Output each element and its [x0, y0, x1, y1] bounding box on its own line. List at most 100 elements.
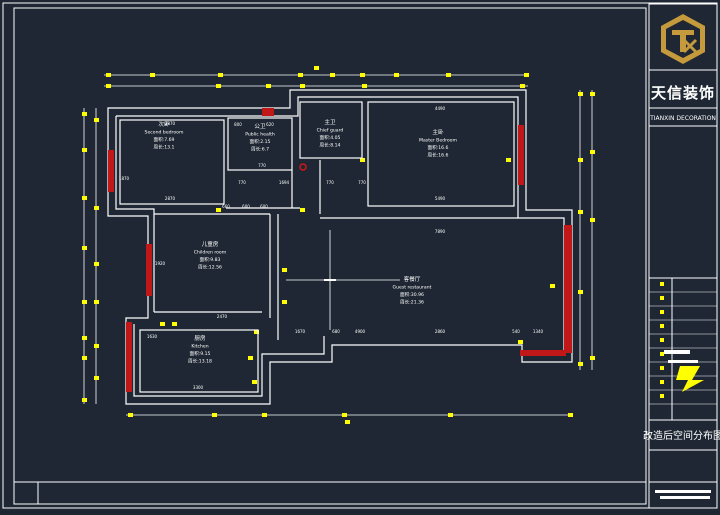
room-name-en: Master Bedroom	[419, 138, 457, 144]
door-marker	[299, 163, 307, 171]
dimension-marker	[82, 300, 87, 304]
room-area: 面积:9.15	[190, 350, 211, 357]
dimension-marker	[524, 73, 529, 77]
room-name-cn: 公卫	[254, 123, 266, 130]
dimension-marker	[106, 73, 111, 77]
dimension-marker	[448, 413, 453, 417]
dimension-marker	[282, 300, 287, 304]
dimension-marker	[520, 84, 525, 88]
dimension-marker	[568, 413, 573, 417]
dimension-marker	[300, 208, 305, 212]
dimension-marker	[578, 92, 583, 96]
dimension-mid-c: 4900	[355, 329, 366, 334]
room-perimeter: 周长:13.1	[154, 144, 175, 151]
dimension-hall-top: 7890	[435, 229, 446, 234]
stamp-mark-icon	[664, 350, 704, 392]
dimension-marker	[82, 356, 87, 360]
accent-walls	[108, 108, 572, 392]
dimension-marker	[578, 158, 583, 162]
dimension-marker	[94, 118, 99, 122]
room-area: 面积:7.69	[154, 136, 175, 143]
room-name-en: Children room	[194, 250, 227, 256]
dimension-marker	[82, 336, 87, 340]
title-block-row-marker	[660, 366, 664, 370]
dimension-markers	[82, 66, 595, 424]
tx-hexagon-logo-icon	[661, 14, 705, 64]
dimension-public-health-top-b: 620	[266, 122, 274, 127]
room-name-cn: 主卧	[432, 128, 444, 136]
room-area: 面积:9.83	[200, 256, 221, 263]
dimension-left-a: 660	[222, 204, 230, 209]
room-name-en: Kitchen	[191, 344, 208, 350]
dimension-marker	[590, 92, 595, 96]
dimension-marker	[94, 300, 99, 304]
dimension-mid-f: 1340	[533, 329, 544, 334]
ceiling-cross	[286, 230, 400, 330]
dimension-chief-guard-bottom-b: 770	[358, 180, 366, 185]
room-perimeter: 周长:12.56	[198, 264, 222, 271]
dimension-chains	[83, 74, 593, 416]
room-perimeter: 周长:13.18	[188, 358, 212, 365]
dimension-marker	[342, 413, 347, 417]
dimension-marker	[82, 148, 87, 152]
dimension-mid-a: 1670	[295, 329, 306, 334]
room-name-cn: 厨房	[194, 334, 206, 342]
room-area: 面积:4.05	[320, 134, 341, 141]
dimension-marker	[94, 262, 99, 266]
dimension-marker	[360, 73, 365, 77]
dimension-marker	[106, 84, 111, 88]
bottom-info-bar	[13, 481, 647, 505]
dimension-marker	[82, 112, 87, 116]
company-name-en: TIANXIN DECORATION	[649, 115, 716, 122]
dimension-marker	[446, 73, 451, 77]
room-perimeter: 周长:8.14	[320, 142, 341, 149]
room-name-cn: 次卧	[158, 120, 170, 128]
dimension-public-health-bottom: 770	[258, 163, 266, 168]
dimension-marker	[300, 84, 305, 88]
dimension-left-b: 600	[260, 204, 268, 209]
dimension-marker	[298, 73, 303, 77]
room-name-en: Public health	[245, 132, 275, 138]
room-name-cn: 客餐厅	[404, 275, 421, 283]
dimension-marker	[248, 356, 253, 360]
title-block-row-marker	[660, 324, 664, 328]
dimension-chief-guard-bottom-a: 770	[326, 180, 334, 185]
dimension-kitchen-bottom: 3300	[193, 385, 204, 390]
dimension-marker	[578, 362, 583, 366]
dimension-mid-e: 540	[512, 329, 520, 334]
dimension-marker	[550, 284, 555, 288]
room-perimeter: 周长:6.7	[251, 146, 269, 153]
dimension-marker	[394, 73, 399, 77]
dimension-kitchen-top-a: 1630	[147, 334, 158, 339]
room-name-cn: 儿童房	[202, 240, 219, 248]
dimension-marker	[172, 322, 177, 326]
dimension-marker	[314, 66, 319, 70]
title-block-bars	[655, 490, 711, 499]
dimension-marker	[128, 413, 133, 417]
dimension-marker	[216, 84, 221, 88]
dimension-marker	[590, 150, 595, 154]
dimension-marker	[345, 420, 350, 424]
dimension-marker	[362, 84, 367, 88]
dimension-marker	[360, 158, 365, 162]
title-block: 天信装饰 TIANXIN DECORATION 改造后空间分布图	[643, 3, 720, 509]
dimension-marker	[518, 340, 523, 344]
title-block-row-marker	[660, 338, 664, 342]
room-area: 面积:30.96	[400, 291, 424, 298]
dimension-top-a: 1694	[279, 180, 290, 185]
room-name-en: Guest restaurant	[393, 285, 432, 291]
room-name-en: Second bedroom	[145, 130, 184, 136]
room-perimeter: 周长:21.36	[400, 299, 424, 306]
dimension-marker	[94, 344, 99, 348]
dimension-second-bedroom-bottom: 2870	[165, 196, 176, 201]
dimension-marker	[590, 218, 595, 222]
dimension-marker	[330, 73, 335, 77]
dimension-marker	[578, 210, 583, 214]
room-perimeter: 周长:16.6	[428, 152, 449, 159]
